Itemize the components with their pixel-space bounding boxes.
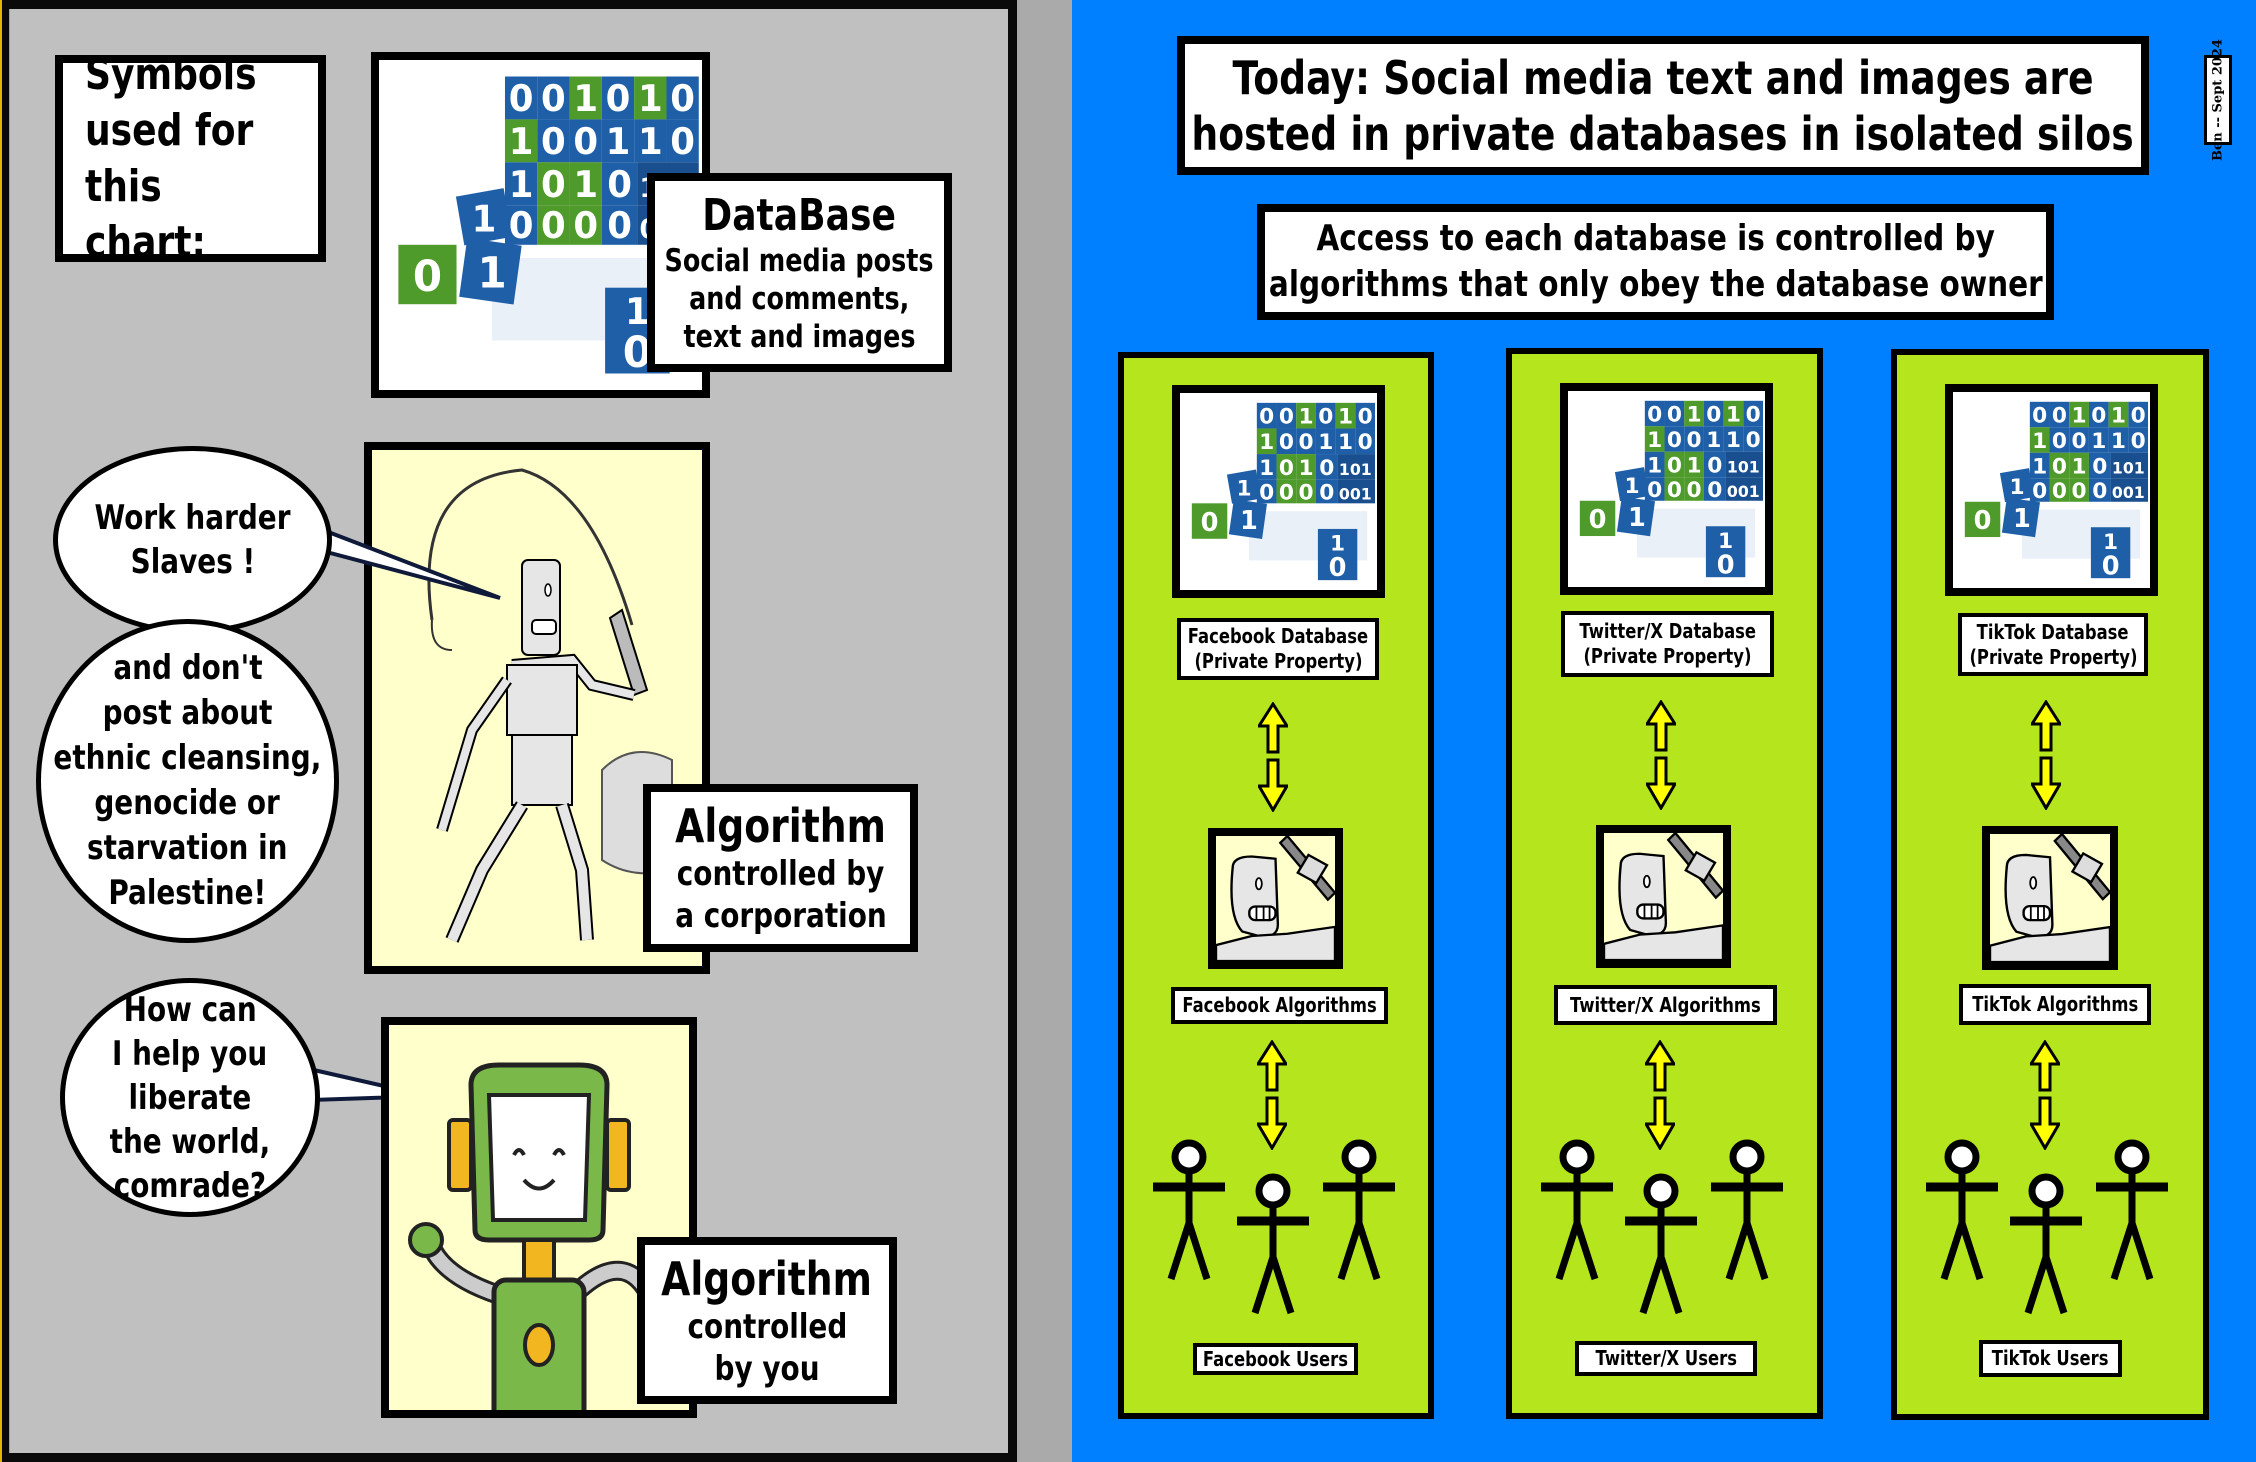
- bidirectional-arrow-icon: [2031, 700, 2061, 810]
- tiktok-database-label: TikTok Database (Private Property): [1958, 613, 2148, 676]
- twitter-database-image: [1560, 383, 1773, 595]
- credit-text: Ben -- Sept 2024: [2210, 38, 2226, 162]
- panel-divider: [1017, 0, 1072, 1462]
- users-group-icon: [1140, 1130, 1410, 1340]
- speech-line: post about: [102, 693, 273, 733]
- speech-line: Palestine!: [108, 873, 267, 913]
- whip-robot-icon: [372, 450, 702, 966]
- legend-heading-line: this chart:: [85, 160, 206, 268]
- database-label-line: (Private Property): [1583, 644, 1752, 668]
- database-legend-desc: text and images: [683, 318, 916, 355]
- whip-robot-icon: [1216, 836, 1335, 961]
- facebook-database-image: [1172, 385, 1385, 598]
- bidirectional-arrow-icon: [1646, 700, 1676, 810]
- whip-robot-icon: [1990, 834, 2110, 962]
- stick-person-icon: [2010, 1177, 2082, 1313]
- corporate-algorithm-title: Algorithm: [675, 799, 886, 853]
- user-algorithm-desc: controlled: [687, 1306, 847, 1347]
- main-subtitle-line: Access to each database is controlled by: [1316, 218, 1995, 259]
- users-label-text: Facebook Users: [1202, 1346, 1349, 1371]
- tiktok-algorithm-image: [1982, 826, 2118, 970]
- whip-robot-icon: [1604, 833, 1723, 960]
- database-label-line: TikTok Database: [1977, 619, 2129, 644]
- edge-line: [0, 0, 2, 1462]
- speech-line: comrade?: [113, 1165, 267, 1206]
- main-subtitle-line: algorithms that only obey the database o…: [1268, 264, 2043, 305]
- twitter-algorithms-label: Twitter/X Algorithms: [1554, 985, 1777, 1025]
- facebook-database-label: Facebook Database (Private Property): [1177, 618, 1379, 680]
- speech-line: Work harder: [94, 498, 291, 538]
- speech-line: the world,: [109, 1121, 271, 1162]
- tiktok-database-image: [1945, 384, 2158, 596]
- binary-cubes-database-icon: [1953, 392, 2150, 588]
- facebook-algorithm-image: [1208, 828, 1343, 969]
- facebook-algorithms-label: Facebook Algorithms: [1171, 987, 1388, 1024]
- stick-person-icon: [1153, 1143, 1225, 1279]
- stick-person-icon: [1541, 1143, 1613, 1279]
- database-label-line: (Private Property): [1969, 644, 2138, 669]
- speech-bubble-liberate: How can I help you liberate the world, c…: [60, 978, 320, 1217]
- database-legend-label: DataBase Social media posts and comments…: [647, 173, 952, 372]
- corporate-algorithm-desc: a corporation: [674, 896, 887, 936]
- twitter-database-label: Twitter/X Database (Private Property): [1561, 611, 1774, 677]
- speech-line: liberate: [128, 1077, 252, 1118]
- speech-line: starvation in: [87, 828, 288, 868]
- twitter-users-label: Twitter/X Users: [1575, 1341, 1757, 1376]
- speech-line: Slaves !: [130, 542, 255, 582]
- database-label-line: (Private Property): [1194, 649, 1363, 673]
- stick-person-icon: [1625, 1177, 1697, 1313]
- speech-line: genocide or: [94, 783, 281, 823]
- stick-person-icon: [1926, 1143, 1998, 1279]
- main-title-line: hosted in private databases in isolated …: [1191, 106, 2135, 161]
- main-title-line: Today: Social media text and images are: [1232, 50, 2094, 105]
- speech-line: ethnic cleansing,: [53, 738, 322, 778]
- facebook-users-label: Facebook Users: [1193, 1343, 1358, 1375]
- speech-line: and don't: [112, 648, 263, 688]
- speech-line: How can: [123, 989, 257, 1030]
- legend-heading-line: used for: [85, 104, 254, 156]
- tiktok-algorithms-label: TikTok Algorithms: [1959, 984, 2151, 1025]
- database-label-line: Facebook Database: [1187, 624, 1369, 648]
- users-label-text: Twitter/X Users: [1595, 1346, 1737, 1370]
- user-algorithm-title: Algorithm: [661, 1251, 873, 1306]
- binary-cubes-database-icon: [1568, 391, 1765, 587]
- users-label-text: TikTok Users: [1992, 1346, 2109, 1370]
- corporate-algorithm-label: Algorithm controlled by a corporation: [643, 784, 918, 952]
- user-algorithm-label: Algorithm controlled by you: [637, 1237, 897, 1404]
- algorithms-label-text: TikTok Algorithms: [1972, 992, 2139, 1016]
- user-algorithm-desc: by you: [714, 1348, 820, 1389]
- database-legend-desc: Social media posts: [665, 242, 934, 279]
- users-group-icon: [1528, 1130, 1798, 1340]
- algorithms-label-text: Facebook Algorithms: [1182, 993, 1377, 1017]
- credit-label: Ben -- Sept 2024: [2204, 39, 2232, 161]
- database-legend-title: DataBase: [702, 189, 897, 241]
- database-label-line: Twitter/X Database: [1579, 619, 1756, 643]
- users-group-icon: [1913, 1130, 2183, 1340]
- legend-heading: Symbols used for this chart:: [55, 49, 326, 268]
- database-legend-desc: and comments,: [689, 280, 910, 317]
- main-title: Today: Social media text and images are …: [1177, 36, 2149, 175]
- bidirectional-arrow-icon: [1258, 702, 1288, 812]
- main-subtitle: Access to each database is controlled by…: [1257, 204, 2054, 320]
- corporate-algorithm-desc: controlled by: [676, 854, 885, 894]
- speech-bubble-dont-post: and don't post about ethnic cleansing, g…: [36, 619, 339, 943]
- algorithms-label-text: Twitter/X Algorithms: [1570, 992, 1761, 1017]
- binary-cubes-database-icon: [1180, 393, 1377, 590]
- tiktok-users-label: TikTok Users: [1979, 1340, 2122, 1377]
- legend-heading-line: Symbols: [85, 48, 257, 100]
- stick-person-icon: [2096, 1143, 2168, 1279]
- speech-line: I help you: [112, 1033, 268, 1074]
- twitter-algorithm-image: [1596, 825, 1731, 968]
- stick-person-icon: [1711, 1143, 1783, 1279]
- stick-person-icon: [1237, 1177, 1309, 1313]
- speech-bubble-work-harder: Work harder Slaves !: [53, 446, 332, 634]
- stick-person-icon: [1323, 1143, 1395, 1279]
